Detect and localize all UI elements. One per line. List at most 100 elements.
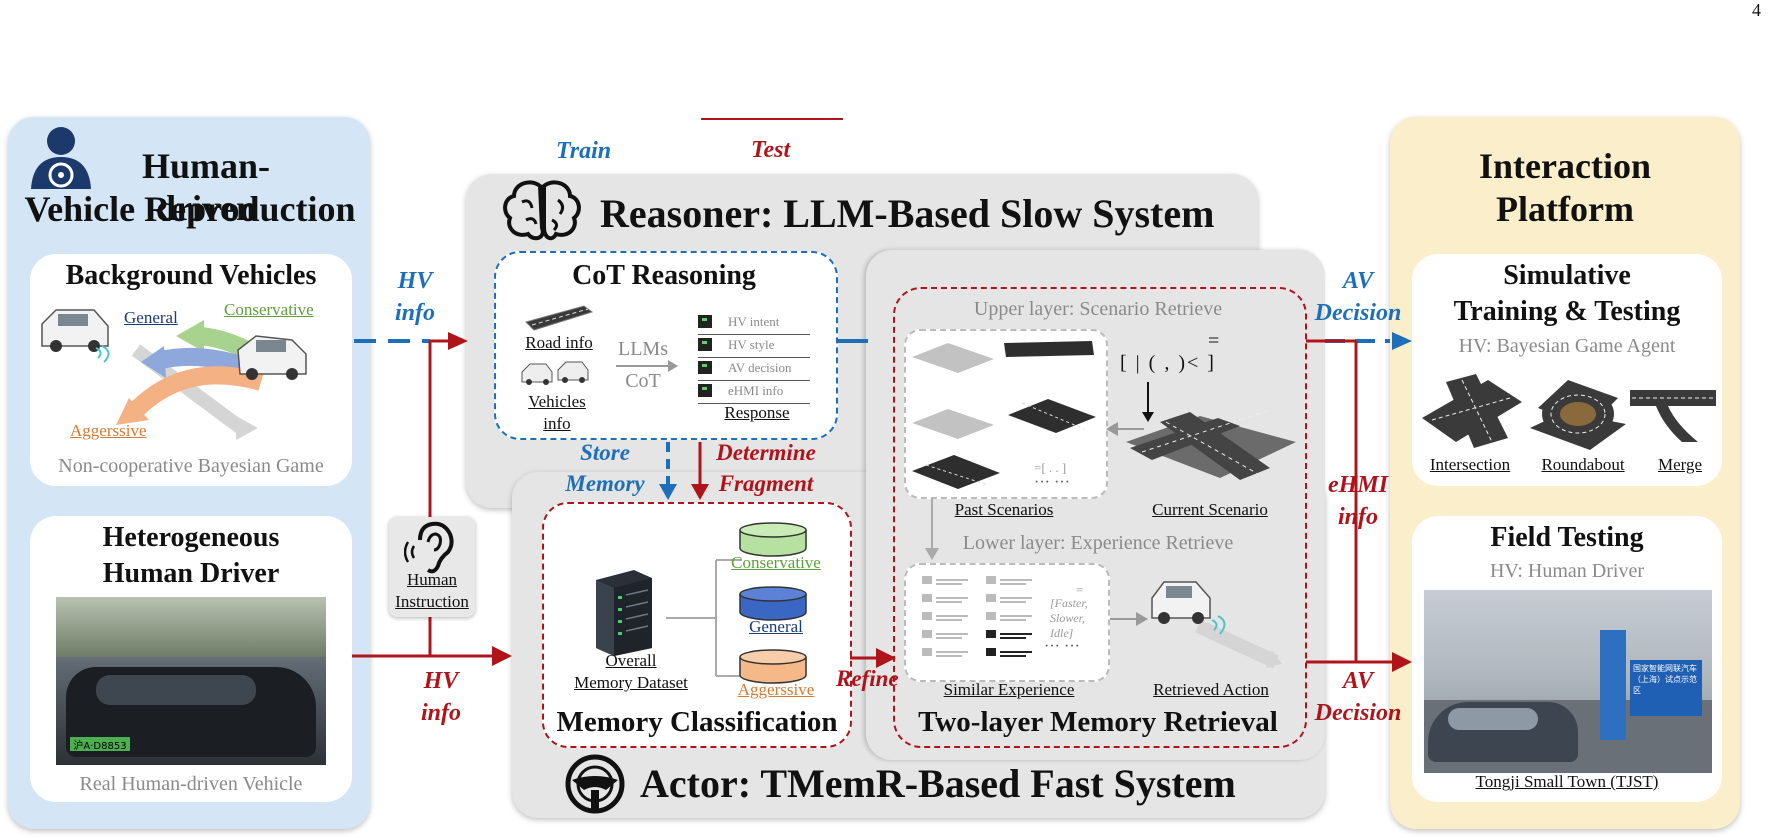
experience-action-list: [Faster, Slower, Idle] — [1050, 596, 1088, 640]
general-db-icon — [739, 586, 807, 621]
road-info-icon — [525, 305, 594, 331]
heterogeneous-title-line2: Human Driver — [102, 558, 280, 589]
layer-down-arrow — [925, 498, 939, 560]
tjst-photo: 国家智能网联汽车（上海）试点示范区 — [1424, 590, 1712, 773]
scenario-equation-eq: = — [1208, 330, 1220, 352]
experience-arrow — [1110, 612, 1148, 626]
response-label: Response — [724, 403, 790, 422]
intersection-icon — [1422, 374, 1522, 448]
right-panel-title-line1: Interaction — [1479, 146, 1651, 186]
road-info-label: Road info — [525, 333, 593, 352]
hv-info-top-label-line2: info — [394, 300, 435, 326]
roundabout-icon — [1530, 380, 1626, 450]
driver-icon — [31, 127, 91, 189]
vehicles-info-icon — [521, 361, 589, 385]
hv-info-bottom-label-line1: HV — [423, 668, 459, 694]
overall-dataset-line2: Memory Dataset — [574, 673, 688, 692]
lower-layer-label: Lower layer: Experience Retrieve — [962, 532, 1234, 554]
cot-title: CoT Reasoning — [572, 260, 756, 291]
left-panel-title-line1: Human-driven — [141, 146, 271, 228]
general-memory-label: General — [749, 617, 803, 636]
background-vehicles-illustration — [41, 309, 307, 440]
license-plate: 沪A·D8853 — [70, 737, 130, 752]
ehmi-info-label-line1: eHMI — [1328, 472, 1388, 498]
past-scenarios-illustration — [912, 341, 1096, 489]
llm-arrow — [616, 360, 678, 372]
ehmi-info-label-line2: info — [1337, 504, 1378, 530]
response-item: AV decision — [698, 358, 810, 381]
real-vehicle-photo: 沪A·D8853 — [56, 597, 326, 765]
legend-train-label: Train — [556, 138, 612, 164]
hv-info-top-label-line1: HV — [397, 268, 433, 294]
conservative-db-icon — [739, 522, 807, 557]
conservative-label: Conservative — [224, 300, 314, 319]
page-number: 4 — [1752, 0, 1761, 20]
right-car-icon — [237, 335, 307, 380]
av-decision-bottom-label-line2: Decision — [1314, 700, 1402, 726]
response-item: eHMI info — [698, 381, 810, 404]
current-scenario-label: Current Scenario — [1152, 500, 1268, 519]
heterogeneous-title-line1: Heterogeneous — [102, 522, 280, 553]
overall-dataset-line1: Overall — [605, 651, 657, 670]
left-car-icon — [41, 309, 109, 352]
hv-info-top-arrowhead — [448, 332, 468, 350]
database-server-icon — [596, 570, 652, 656]
response-list: HV intent HV style AV decision eHMI info — [698, 312, 810, 404]
right-panel-title-line2: Platform — [1496, 189, 1634, 229]
tjst-caption: Tongji Small Town (TJST) — [1475, 772, 1659, 791]
response-item: HV style — [698, 335, 810, 358]
retrieved-action-label: Retrieved Action — [1153, 680, 1269, 699]
av-decision-top-label-line2: Decision — [1314, 300, 1402, 326]
background-vehicles-caption: Non-cooperative Bayesian Game — [58, 455, 324, 477]
aggressive-db-icon — [739, 649, 807, 684]
past-scenarios-dots: ··· ··· — [1034, 474, 1070, 491]
field-testing-title: Field Testing — [1490, 522, 1644, 553]
aggressive-memory-label: Aggerssive — [737, 680, 815, 699]
legend-test-label: Test — [751, 137, 791, 163]
aggressive-label: Aggerssive — [70, 421, 147, 440]
memory-classification-title: Memory Classification — [556, 706, 838, 738]
brain-icon — [503, 180, 581, 241]
left-panel-title-line2: Vehicle Reproduction — [24, 189, 356, 229]
current-scenario-illustration — [1126, 382, 1296, 480]
background-vehicles-title: Background Vehicles — [65, 260, 317, 291]
hv-info-bottom-label-line2: info — [420, 700, 461, 726]
experience-eq: = — [1076, 582, 1084, 597]
human-instruction-line1: Human — [406, 570, 458, 589]
simulative-title-line2: Training & Testing — [1453, 296, 1681, 327]
retrieval-title: Two-layer Memory Retrieval — [918, 706, 1278, 738]
real-vehicle-caption: Real Human-driven Vehicle — [79, 773, 303, 795]
similar-experience-label: Similar Experience — [943, 680, 1075, 699]
simulative-subtitle: HV: Bayesian Game Agent — [1458, 335, 1676, 357]
retrieved-action-car-icon — [1151, 581, 1282, 669]
vehicles-info-label-line1: Vehicles — [528, 392, 586, 411]
retrieve-arrow — [1106, 422, 1144, 436]
experience-dots: ··· ··· — [1044, 638, 1080, 655]
merge-icon — [1630, 390, 1716, 442]
ear-icon — [404, 521, 454, 574]
determine-fragment-label-line1: Determine — [716, 440, 816, 465]
field-testing-subtitle: HV: Human Driver — [1489, 560, 1645, 582]
response-item: HV intent — [698, 312, 810, 335]
conservative-memory-label: Conservative — [731, 553, 821, 572]
human-instruction-line2: Instruction — [395, 592, 469, 611]
past-scenarios-eq: =[ . . ] — [1034, 460, 1067, 475]
determine-fragment-label-line2: Fragment — [718, 471, 814, 496]
simulative-title-line1: Simulative — [1503, 260, 1631, 291]
experience-list-icons — [922, 576, 1032, 657]
upper-layer-label: Upper layer: Scenario Retrieve — [973, 298, 1223, 320]
av-decision-bottom-label-line1: AV — [1342, 668, 1374, 694]
classification-branches — [666, 559, 742, 677]
two-layer-retrieval-box — [893, 287, 1307, 748]
store-memory-label-line1: Store — [580, 440, 630, 465]
simulative-card — [1412, 254, 1722, 486]
av-decision-top-label-line1: AV — [1342, 268, 1374, 294]
steering-wheel-icon — [565, 754, 625, 814]
scenario-equation: [ | ( , )< ] — [1120, 352, 1216, 374]
general-label: General — [124, 308, 178, 327]
store-memory-label-line2: Memory — [565, 471, 645, 496]
past-scenarios-label: Past Scenarios — [954, 500, 1054, 519]
llms-label: LLMs — [618, 338, 668, 360]
similar-experience-box — [904, 563, 1110, 682]
